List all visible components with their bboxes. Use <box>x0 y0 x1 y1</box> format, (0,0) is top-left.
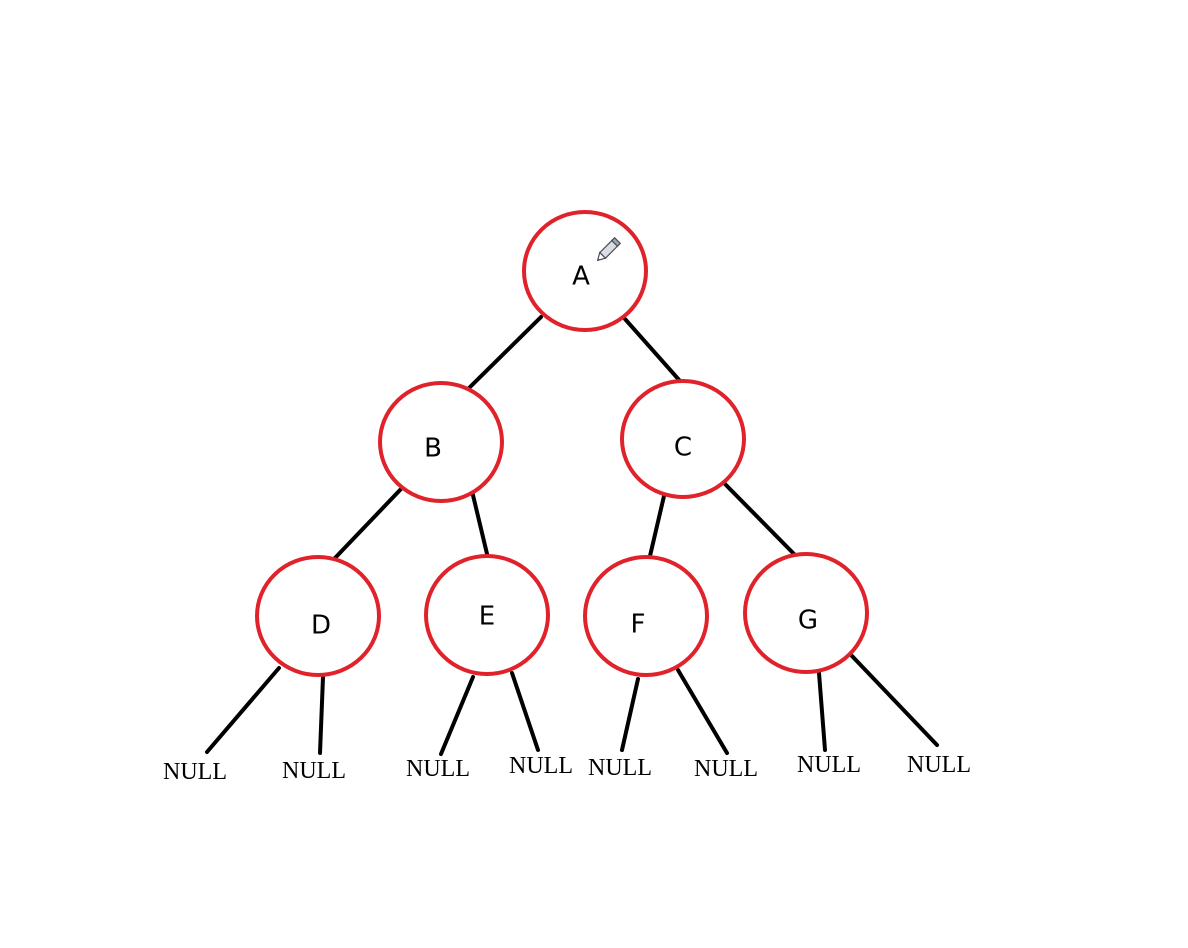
null-leaf-g-left: NULL <box>797 752 861 778</box>
node-a-label: A <box>572 262 590 292</box>
node-e-label: E <box>479 602 495 632</box>
edge-d-null-right <box>318 675 325 755</box>
edge-c-f <box>648 494 666 558</box>
node-f-label: F <box>631 610 646 640</box>
node-g-label: G <box>798 606 818 636</box>
edge-b-e <box>470 489 490 560</box>
edge-a-b <box>465 315 543 392</box>
node-g: G <box>743 552 869 674</box>
node-c: C <box>620 379 746 499</box>
edge-f-null-right <box>676 668 729 755</box>
edge-g-null-left <box>817 671 827 752</box>
node-b: B <box>378 381 504 503</box>
node-c-label: C <box>674 433 692 463</box>
null-leaf-e-right: NULL <box>509 753 573 779</box>
null-leaf-f-left: NULL <box>588 755 652 781</box>
edge-e-null-right <box>510 671 540 752</box>
null-leaf-d-left: NULL <box>163 759 227 785</box>
node-e: E <box>424 554 550 676</box>
node-b-label: B <box>424 434 442 464</box>
node-d-label: D <box>311 611 331 641</box>
edge-d-null-left <box>205 666 281 754</box>
edge-f-null-left <box>620 677 640 752</box>
node-d: D <box>255 555 381 677</box>
edge-g-null-right <box>850 654 939 747</box>
edge-e-null-left <box>439 675 475 756</box>
edge-a-c <box>623 317 682 383</box>
null-leaf-e-left: NULL <box>406 756 470 782</box>
edge-c-g <box>723 482 798 558</box>
null-leaf-d-right: NULL <box>282 758 346 784</box>
node-a: A <box>522 210 648 332</box>
null-leaf-g-right: NULL <box>907 752 971 778</box>
null-leaf-f-right: NULL <box>694 756 758 782</box>
edge-b-d <box>333 487 403 560</box>
pencil-icon <box>596 236 622 262</box>
node-f: F <box>583 555 709 677</box>
